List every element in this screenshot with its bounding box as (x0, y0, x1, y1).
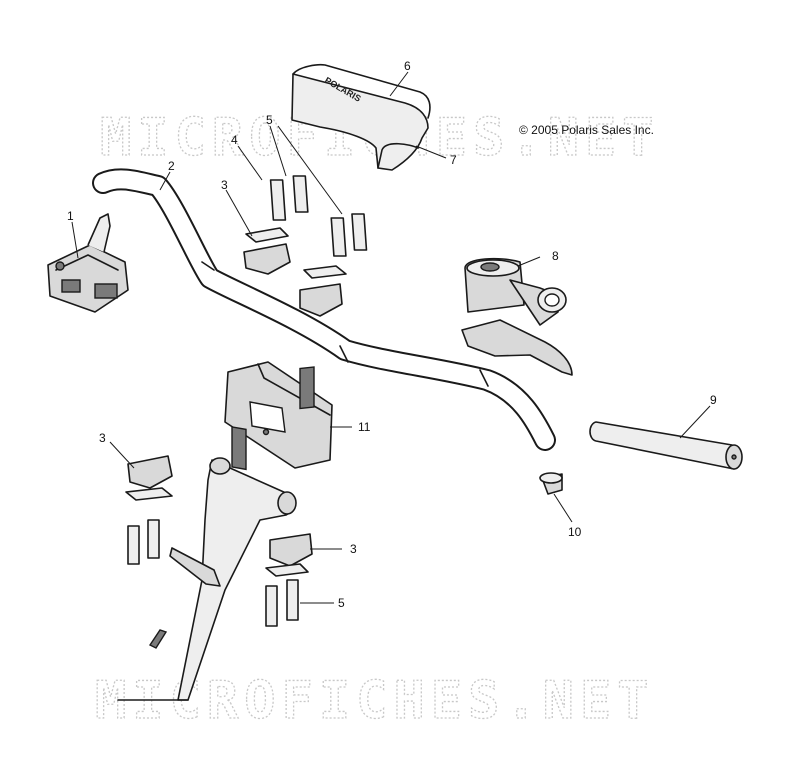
callout-1: 1 (67, 209, 74, 223)
callout-6: 6 (404, 59, 411, 73)
callout-8: 8 (552, 249, 559, 263)
callout-3-right: 3 (350, 542, 357, 556)
brake-master-cylinder (461, 257, 573, 376)
switch-housing (47, 213, 129, 313)
lower-clamp-left (125, 455, 173, 501)
callout-10: 10 (568, 525, 582, 539)
steering-post (117, 457, 297, 701)
callout-9: 9 (710, 393, 717, 407)
grip (589, 421, 743, 470)
callout-3-left: 3 (99, 431, 106, 445)
handlebar-pad: POLARIS (291, 63, 431, 171)
bolts-upper (269, 175, 368, 257)
handlebar-block (224, 361, 333, 471)
end-plug (539, 472, 563, 495)
callout-3-upper: 3 (221, 178, 228, 192)
callout-2: 2 (168, 159, 175, 173)
lower-clamp-right (265, 533, 313, 577)
upper-clamp-left (243, 227, 291, 275)
copyright-text: © 2005 Polaris Sales Inc. (519, 123, 654, 137)
callout-7: 7 (450, 153, 457, 167)
callout-4: 4 (231, 133, 238, 147)
bolts-lower (127, 519, 299, 627)
leader-lines (71, 71, 711, 604)
handlebar (92, 168, 556, 451)
callout-11: 11 (358, 420, 371, 434)
callout-5-lower: 5 (338, 596, 345, 610)
upper-clamp-right (299, 265, 347, 317)
watermark-bottom: MICROFICHES.NET (95, 671, 655, 731)
callout-5-upper: 5 (266, 113, 273, 127)
